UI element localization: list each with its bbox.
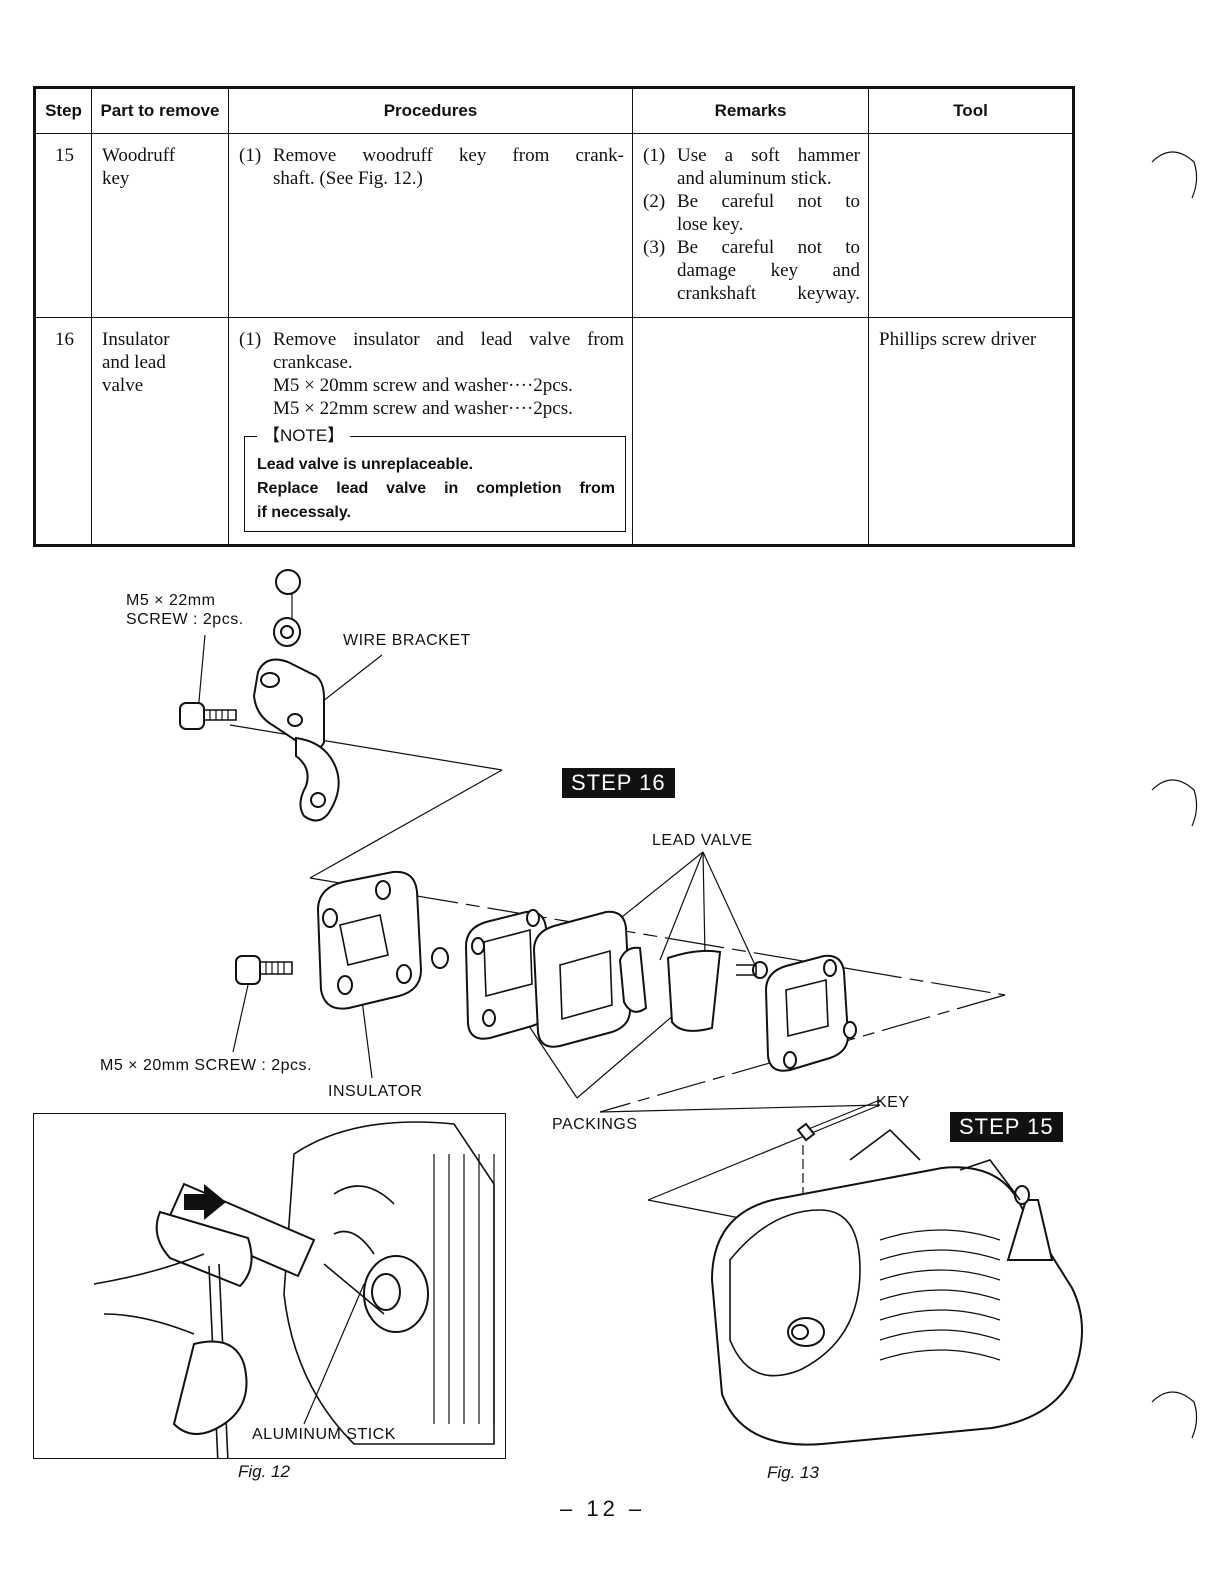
remark-line: Use a soft hammer — [677, 145, 860, 166]
page-number: – 12 – — [560, 1496, 646, 1521]
insulator-label: INSULATOR — [328, 1083, 423, 1100]
procedure-num: (1) — [239, 329, 262, 350]
remark-num: (2) — [643, 191, 666, 212]
remarks-cell: (1) Use a soft hammer and aluminum stick.… — [632, 133, 869, 318]
note-line: if necessaly. — [257, 504, 351, 521]
packings-label: PACKINGS — [552, 1116, 638, 1133]
note-line: Replace lead valve in completion from — [257, 480, 615, 497]
step-number: 16 — [34, 317, 92, 546]
wire-bracket-part — [252, 658, 340, 822]
packing-part — [764, 954, 857, 1072]
step-number: 15 — [34, 133, 92, 318]
remark-line: Be careful not to — [677, 237, 860, 258]
packing-part — [464, 909, 552, 1040]
m5-22-screw-label: M5 × 22mm SCREW : 2pcs. — [126, 591, 244, 629]
remark-line: lose key. — [677, 214, 744, 235]
procedure-line: M5 × 20mm screw and washer····2pcs. — [273, 375, 573, 396]
tool-cell: Phillips screw driver — [868, 317, 1074, 546]
procedure-cell: (1) Remove woodruff key from crank- shaft… — [228, 133, 633, 318]
fig12-hammer-drawing — [93, 1121, 495, 1458]
lead-valve-part — [532, 910, 768, 1048]
part-line: and lead — [102, 352, 166, 373]
procedure-line: M5 × 22mm screw and washer····2pcs. — [273, 398, 573, 419]
fig13-engine-drawing — [647, 1104, 1083, 1446]
part-line: Woodruff — [102, 145, 176, 166]
fig12-caption: Fig. 12 — [238, 1462, 290, 1481]
table-row: 16 Insulator and lead valve (1) Remove in… — [34, 317, 1074, 546]
part-line: valve — [102, 375, 144, 396]
remark-line: and aluminum stick. — [677, 168, 832, 189]
insulator-part — [316, 870, 449, 1010]
remark-num: (3) — [643, 237, 666, 258]
fig13-caption: Fig. 13 — [767, 1463, 819, 1482]
procedure-line: Remove woodruff key from crank- — [273, 145, 624, 166]
aluminum-stick-label: ALUMINUM STICK — [252, 1426, 396, 1443]
table-header-row: Step Part to remove Procedures Remarks T… — [34, 87, 1074, 134]
note-title: 【NOTE】 — [257, 424, 351, 448]
procedure-num: (1) — [239, 145, 262, 166]
tool-cell — [868, 133, 1074, 318]
wire-bracket-label: WIRE BRACKET — [343, 632, 471, 649]
remark-num: (1) — [643, 145, 666, 166]
part-cell: Insulator and lead valve — [91, 317, 229, 546]
step-15-badge: STEP 15 — [950, 1112, 1063, 1142]
procedure-line: crankcase. — [273, 352, 353, 373]
label-line: M5 × 22mm — [126, 592, 216, 609]
procedure-line: shaft. (See Fig. 12.) — [273, 168, 423, 189]
step-16-badge: STEP 16 — [562, 768, 675, 798]
header-part: Part to remove — [91, 87, 229, 134]
note-line: Lead valve is unreplaceable. — [257, 456, 474, 473]
lead-valve-label: LEAD VALVE — [652, 832, 753, 849]
part-line: Insulator — [102, 329, 170, 350]
m5-22-screw-part — [179, 568, 301, 730]
remark-line: crankshaft keyway. — [677, 283, 860, 304]
key-label: KEY — [876, 1094, 910, 1111]
note-box: 【NOTE】 Lead valve is unreplaceable. Repl… — [244, 424, 626, 532]
m5-20-screw-part — [235, 955, 293, 985]
procedure-table: Step Part to remove Procedures Remarks T… — [33, 86, 1075, 547]
fig12-frame: ALUMINUM STICK — [33, 1113, 506, 1459]
leader-lines — [197, 634, 1006, 1131]
table-row: 15 Woodruff key (1) Remove woodruff key f… — [34, 133, 1074, 318]
m5-20-screw-label: M5 × 20mm SCREW : 2pcs. — [100, 1057, 312, 1074]
remark-line: damage key and — [677, 260, 860, 281]
procedure-line: Remove insulator and lead valve from — [273, 329, 624, 350]
part-line: key — [102, 168, 130, 189]
remark-line: Be careful not to — [677, 191, 860, 212]
label-line: SCREW : 2pcs. — [126, 611, 244, 628]
procedure-cell: (1)Remove insulator and lead valve from … — [228, 317, 633, 546]
